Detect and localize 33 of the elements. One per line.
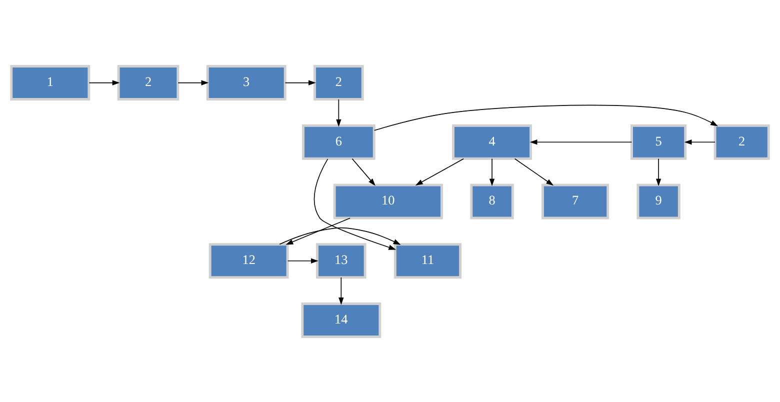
arrow bbox=[336, 98, 342, 126]
node-box: 4 bbox=[452, 124, 532, 160]
node-box: 13 bbox=[316, 242, 366, 278]
node-box: 6 bbox=[302, 124, 376, 160]
arrow bbox=[178, 80, 209, 85]
arrow bbox=[88, 80, 120, 85]
node-box: 12 bbox=[208, 242, 289, 278]
arrow bbox=[514, 158, 554, 186]
node-box: 2 bbox=[714, 124, 770, 160]
arrow bbox=[684, 139, 716, 144]
arrow bbox=[656, 158, 662, 186]
node-box: 9 bbox=[636, 183, 680, 219]
node-box: 2 bbox=[314, 64, 364, 100]
arrow bbox=[489, 158, 495, 186]
arrow bbox=[287, 258, 318, 263]
arrow bbox=[314, 158, 396, 250]
node-box: 3 bbox=[206, 64, 286, 100]
node-box: 14 bbox=[301, 302, 382, 338]
arrow bbox=[338, 276, 344, 304]
arrow bbox=[284, 80, 316, 85]
node-box: 5 bbox=[630, 124, 687, 160]
node-box: 1 bbox=[10, 64, 90, 100]
arrow bbox=[415, 158, 464, 186]
arrow bbox=[352, 158, 376, 186]
node-box: 11 bbox=[394, 242, 462, 278]
node-box: 7 bbox=[541, 183, 610, 219]
arrow bbox=[374, 104, 718, 130]
arrow bbox=[286, 217, 350, 244]
arrow bbox=[530, 139, 632, 144]
arrow bbox=[279, 226, 401, 244]
node-box: 10 bbox=[333, 183, 443, 219]
node-box: 8 bbox=[470, 183, 514, 219]
node-box: 2 bbox=[117, 64, 180, 100]
